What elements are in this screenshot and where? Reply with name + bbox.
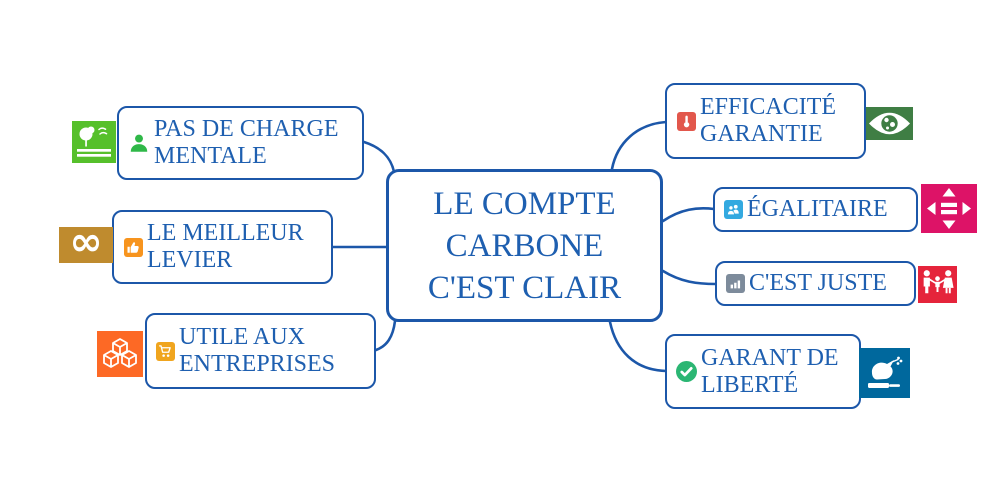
node-label: EFFICACITÉ GARANTIE (700, 94, 837, 147)
sdg-climate-action-icon (866, 107, 913, 140)
node-garant-de-liberte[interactable]: GARANT DE LIBERTÉ (665, 334, 861, 409)
bar-chart-icon (726, 274, 745, 293)
node-label: C'EST JUSTE (749, 270, 887, 296)
node-label: LE MEILLEUR LEVIER (147, 220, 304, 273)
thumbs-up-icon (124, 237, 143, 257)
node-label: GARANT DE LIBERTÉ (701, 344, 839, 398)
node-pas-de-charge-mentale[interactable]: PAS DE CHARGE MENTALE (117, 106, 364, 180)
people-icon (724, 200, 743, 219)
connector-egalitaire (661, 207, 716, 223)
connector-liberte (608, 320, 668, 373)
connector-juste (661, 269, 718, 286)
sdg-responsible-consumption-icon: ∞ (59, 227, 113, 263)
person-icon (128, 132, 150, 154)
sdg-peace-justice-icon (859, 348, 910, 398)
sdg-industry-innovation-icon (97, 331, 143, 377)
check-circle-icon (676, 361, 697, 382)
sdg-reduced-inequalities-icon (921, 184, 977, 233)
node-cest-juste[interactable]: C'EST JUSTE (715, 261, 916, 306)
central-topic-label: LE COMPTE CARBONE C'EST CLAIR (427, 185, 622, 306)
node-label: ÉGALITAIRE (747, 196, 888, 222)
node-efficacite-garantie[interactable]: EFFICACITÉ GARANTIE (665, 83, 866, 159)
sdg-life-on-land-icon (72, 121, 116, 163)
node-label: PAS DE CHARGE MENTALE (154, 116, 339, 169)
connector-efficacite (610, 120, 668, 171)
shopping-cart-icon (156, 341, 175, 361)
connector-entreprises (374, 319, 397, 352)
connector-mentale (362, 140, 396, 174)
node-central-topic[interactable]: LE COMPTE CARBONE C'EST CLAIR (386, 169, 663, 322)
infinity-glyph: ∞ (69, 227, 103, 263)
sdg-no-poverty-icon (918, 266, 957, 303)
node-le-meilleur-levier[interactable]: LE MEILLEUR LEVIER (112, 210, 333, 284)
node-utile-aux-entreprises[interactable]: UTILE AUX ENTREPRISES (145, 313, 376, 389)
node-label: UTILE AUX ENTREPRISES (179, 324, 336, 377)
thermometer-icon (677, 111, 696, 131)
node-egalitaire[interactable]: ÉGALITAIRE (713, 187, 918, 232)
